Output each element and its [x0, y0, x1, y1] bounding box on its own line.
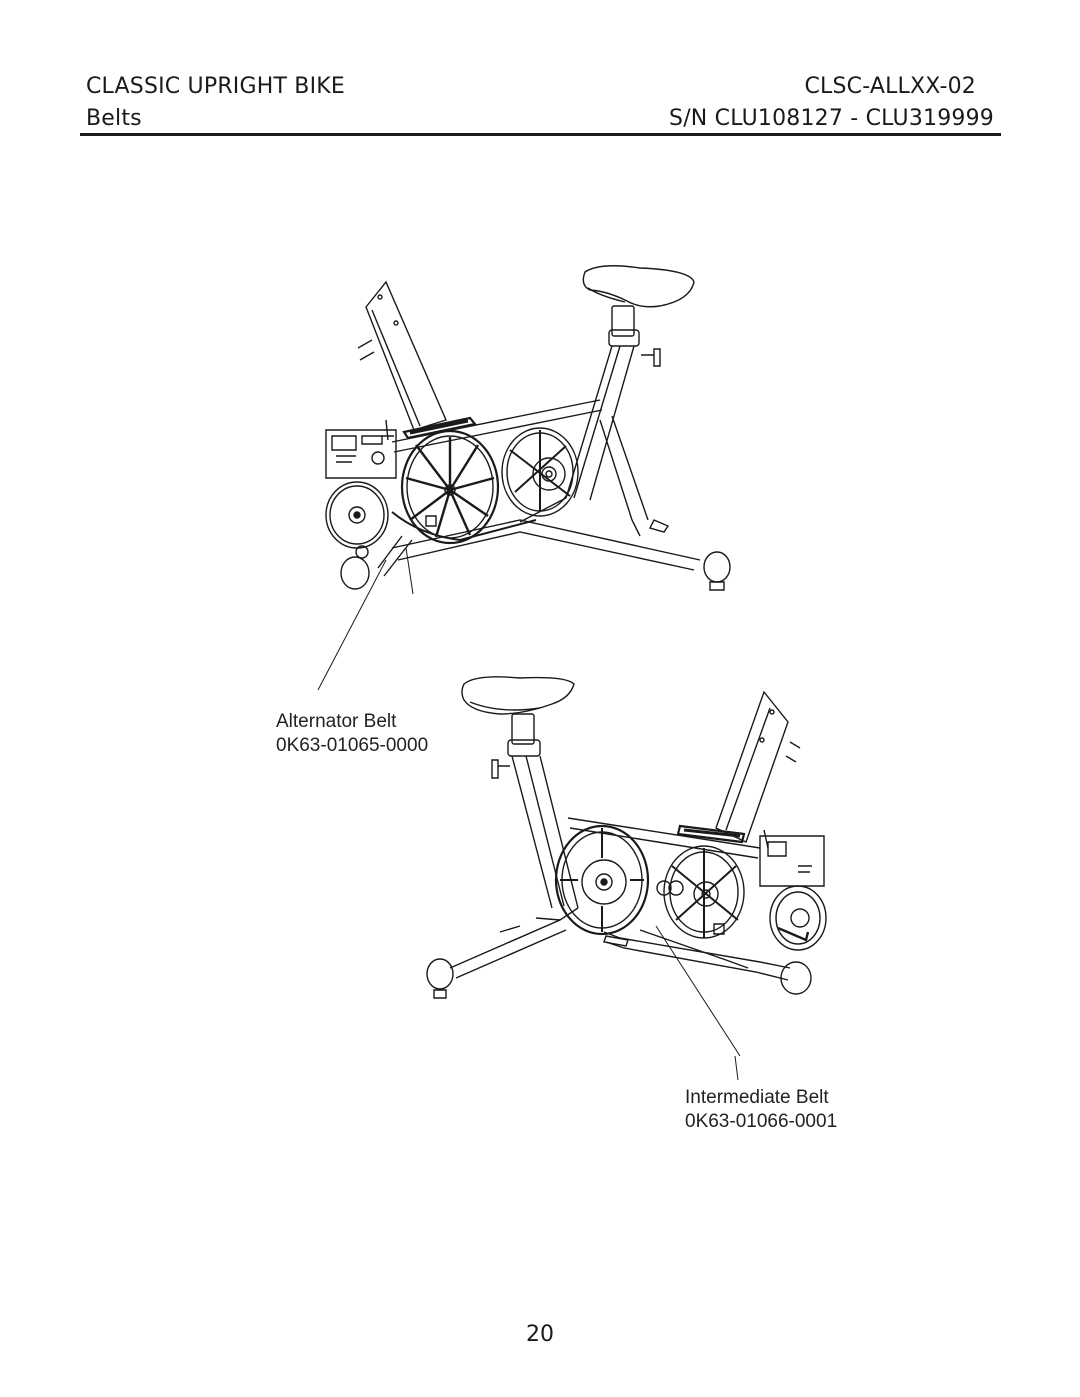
callout-part-number: 0K63-01066-0001 — [685, 1111, 838, 1132]
callout-label: Intermediate Belt — [685, 1087, 829, 1108]
page-number: 20 — [526, 1322, 554, 1347]
callout-label: Alternator Belt — [276, 711, 397, 732]
serial-range: S/N CLU108127 - CLU319999 — [669, 106, 994, 131]
bike-illustration-bottom — [427, 677, 826, 1080]
header-rule — [80, 133, 1001, 136]
section-title: Belts — [86, 106, 142, 131]
callout-intermediate-belt: Intermediate Belt 0K63-01066-0001 — [685, 1086, 837, 1134]
callout-alternator-belt: Alternator Belt 0K63-01065-0000 — [276, 710, 428, 758]
bike-illustration-top — [318, 266, 730, 690]
callout-part-number: 0K63-01065-0000 — [276, 735, 429, 756]
product-title: CLASSIC UPRIGHT BIKE — [86, 74, 346, 99]
model-number: CLSC-ALLXX-02 — [804, 74, 976, 99]
